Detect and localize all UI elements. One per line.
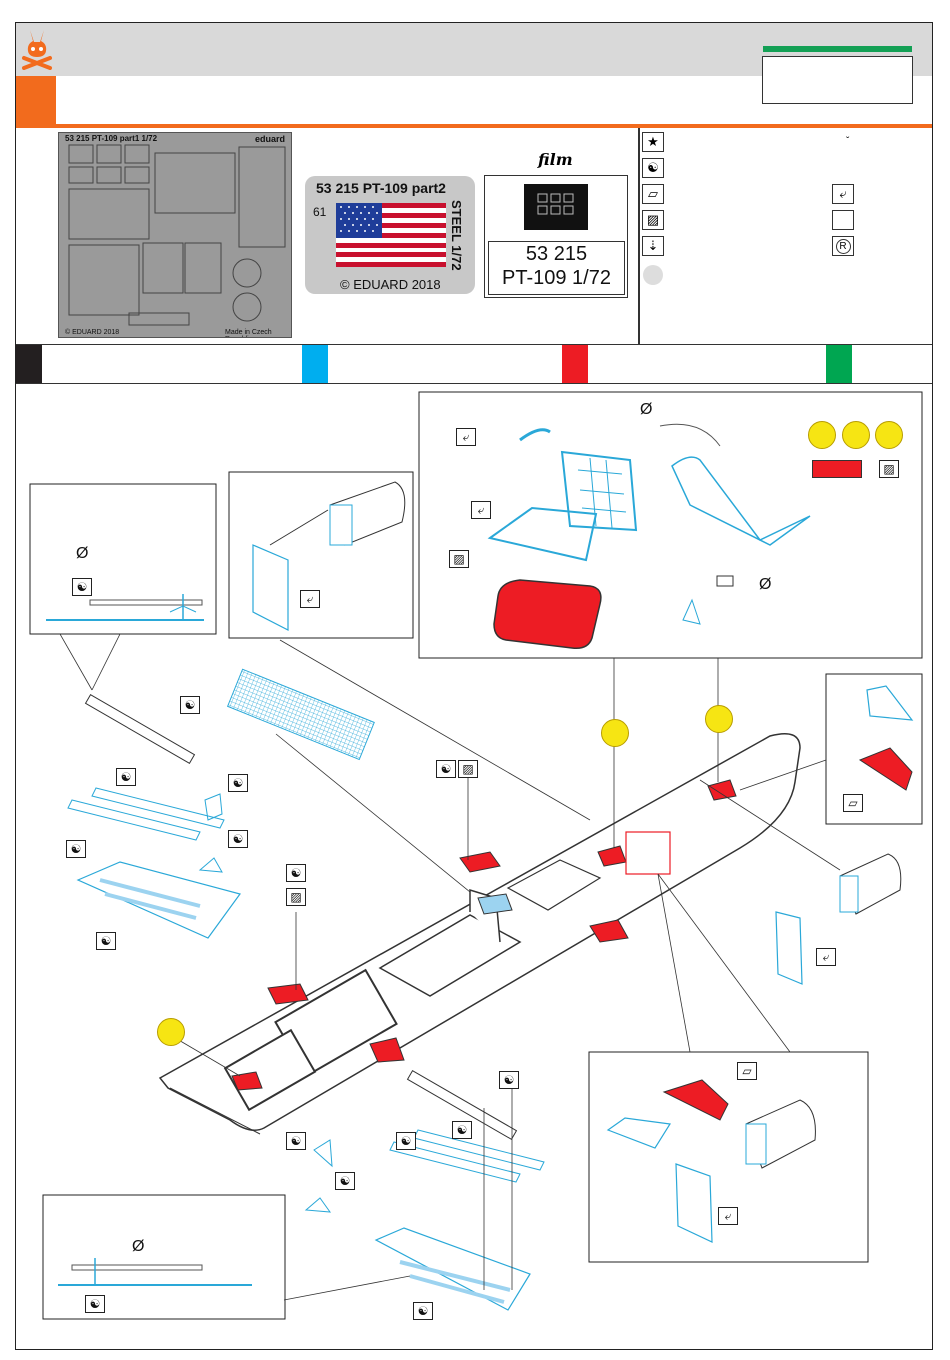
hatched-icon: ▨ <box>879 460 899 478</box>
yin-yang-icon: ☯ <box>286 864 306 882</box>
yin-yang-icon: ☯ <box>72 578 92 596</box>
diameter-symbol: Ø <box>76 545 88 563</box>
hatched-icon: ▨ <box>458 760 478 778</box>
diameter-symbol: Ø <box>132 1238 144 1256</box>
hatched-icon: ▨ <box>286 888 306 906</box>
yin-yang-icon: ☯ <box>116 768 136 786</box>
diameter-symbol: Ø <box>759 576 771 594</box>
yin-yang-icon: ☯ <box>180 696 200 714</box>
detail-box-lower-right <box>589 1052 868 1262</box>
hatched-icon: ▨ <box>449 550 469 568</box>
yellow-badge <box>808 421 836 449</box>
red-part-legend <box>812 460 862 478</box>
bend-icon: ⤶ <box>718 1207 738 1225</box>
yin-yang-icon: ☯ <box>499 1071 519 1089</box>
yin-yang-icon: ☯ <box>286 1132 306 1150</box>
yin-yang-icon: ☯ <box>436 760 456 778</box>
bend-icon: ⤶ <box>456 428 476 446</box>
detail-box-lower-left <box>43 1195 285 1319</box>
yellow-badge <box>157 1018 185 1046</box>
yin-yang-icon: ☯ <box>396 1132 416 1150</box>
yin-yang-icon: ☯ <box>228 774 248 792</box>
bend-icon: ⤶ <box>300 590 320 608</box>
yellow-badge <box>875 421 903 449</box>
bend-icon: ⤶ <box>816 948 836 966</box>
yin-yang-icon: ☯ <box>66 840 86 858</box>
detail-box-left <box>30 484 216 634</box>
bend-icon: ⤶ <box>471 501 491 519</box>
diameter-symbol: Ø <box>640 401 652 419</box>
sheet-icon: ▱ <box>737 1062 757 1080</box>
detail-box-right <box>826 674 922 824</box>
yin-yang-icon: ☯ <box>452 1121 472 1139</box>
yin-yang-icon: ☯ <box>85 1295 105 1313</box>
yellow-badge <box>842 421 870 449</box>
yin-yang-icon: ☯ <box>413 1302 433 1320</box>
yin-yang-icon: ☯ <box>335 1172 355 1190</box>
yellow-badge <box>705 705 733 733</box>
yellow-badge <box>601 719 629 747</box>
sheet-icon: ▱ <box>843 794 863 812</box>
yin-yang-icon: ☯ <box>96 932 116 950</box>
yin-yang-icon: ☯ <box>228 830 248 848</box>
